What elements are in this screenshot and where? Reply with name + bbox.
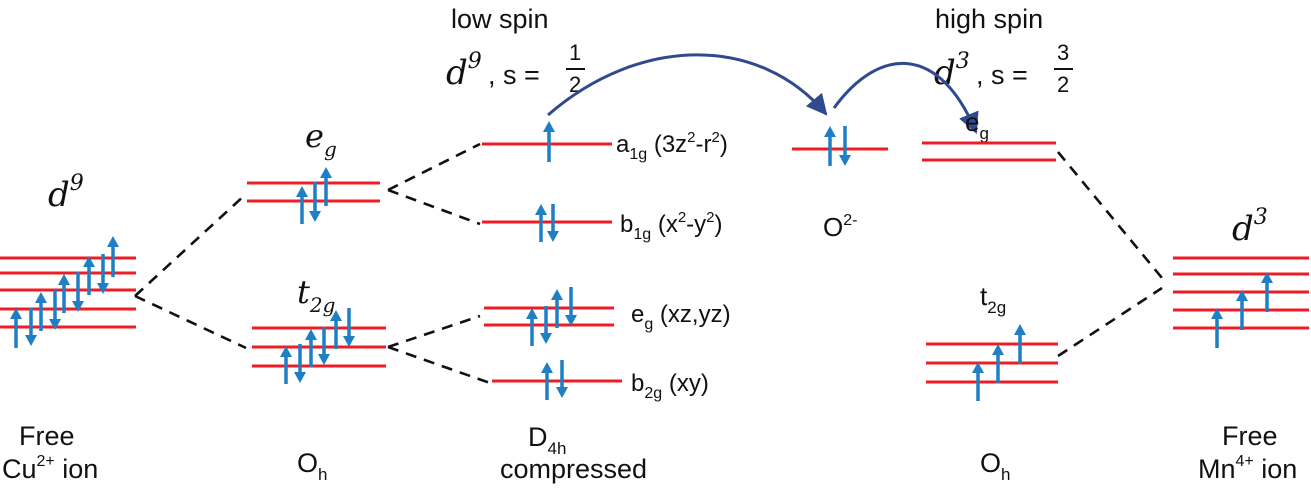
spin-down-arrow xyxy=(49,290,61,330)
spin-down-arrow xyxy=(309,182,321,222)
spin-up-arrow xyxy=(543,121,555,162)
high-spin-header: high spin d3 , s = 3 2 xyxy=(934,4,1073,97)
dash-t2g-to-b2g xyxy=(387,345,491,385)
a1g-label: a1g (3z2-r2) xyxy=(616,129,728,163)
dash-free-to-t2g xyxy=(134,294,247,350)
d4h-caption: D4h xyxy=(528,422,566,458)
d4h-levels xyxy=(482,121,622,400)
cu-oh-caption: Oh xyxy=(297,448,327,484)
exchange-arrow-cu-to-o xyxy=(547,53,828,117)
b1g-label: b1g (x2-y2) xyxy=(620,209,723,243)
dash-eg-to-b1g xyxy=(387,188,481,226)
high-spin-s-label: , s = xyxy=(976,60,1028,90)
spin-down-arrow xyxy=(97,254,109,294)
spin-up-arrow xyxy=(296,186,308,224)
low-spin-header: low spin d9 , s = 1 2 xyxy=(446,4,585,97)
cu-oh-t2g-electrons xyxy=(280,308,355,384)
cu-free-config: d9 xyxy=(48,171,84,215)
low-spin-frac-num: 1 xyxy=(569,40,581,65)
spin-up-arrow xyxy=(824,126,836,166)
dash-mn-eg-to-free xyxy=(1056,151,1164,279)
spin-down-arrow xyxy=(540,306,552,344)
dash-free-to-eg xyxy=(134,193,247,297)
cu-oh-eg-label: eg xyxy=(305,117,337,161)
spin-down-arrow xyxy=(343,308,355,347)
mn-oh-caption: Oh xyxy=(980,448,1010,484)
spin-up-arrow xyxy=(992,344,1004,383)
low-spin-config: d9 xyxy=(446,49,482,93)
cu-oh-t2g-label: t2g xyxy=(297,273,335,317)
b2g-label: b2g (xy) xyxy=(631,370,709,402)
spin-up-arrow xyxy=(330,310,342,349)
exchange-arrow-o-to-mn xyxy=(832,61,979,134)
mn-free-caption-line1: Free xyxy=(1222,421,1278,451)
spin-up-arrow xyxy=(58,274,70,313)
spin-up-arrow xyxy=(107,236,119,277)
cu-free-ion-levels xyxy=(0,236,136,348)
dash-mn-t2g-to-free xyxy=(1057,286,1163,358)
spin-down-arrow xyxy=(72,272,84,312)
d4h-electrons xyxy=(526,121,577,400)
correlation-lines xyxy=(134,142,1164,385)
mn-oh-t2g-electrons xyxy=(972,324,1026,401)
low-spin-label: low spin xyxy=(451,4,549,34)
dash-eg-to-a1g xyxy=(387,142,481,192)
spin-up-arrow xyxy=(10,308,22,348)
dash-t2g-to-eg xyxy=(387,314,481,349)
spin-down-arrow xyxy=(565,287,577,326)
low-spin-s-label: , s = xyxy=(488,60,540,90)
eg-xz-yz-label: eg (xz,yz) xyxy=(631,301,731,333)
spin-down-arrow xyxy=(318,327,330,365)
mn-free-caption-line2: Mn4+ ion xyxy=(1198,453,1297,484)
spin-up-arrow xyxy=(526,308,538,346)
spin-up-arrow xyxy=(535,204,547,242)
spin-up-arrow xyxy=(1211,308,1223,348)
d4h-caption-line2: compressed xyxy=(500,454,647,484)
spin-down-arrow xyxy=(25,308,37,346)
oxygen-label: O2- xyxy=(823,212,857,242)
spin-down-arrow xyxy=(556,360,568,398)
spin-up-arrow xyxy=(35,292,47,331)
spin-up-arrow xyxy=(320,167,332,206)
spin-up-arrow xyxy=(551,289,563,328)
spin-up-arrow xyxy=(1236,290,1248,330)
spin-down-arrow xyxy=(547,204,559,242)
spin-up-arrow xyxy=(541,362,553,400)
mn-oh-t2g-label: t2g xyxy=(980,281,1006,317)
spin-up-arrow xyxy=(972,362,984,401)
spin-up-arrow xyxy=(305,329,317,367)
spin-up-arrow xyxy=(83,256,95,295)
mn-oh-eg-label: eg xyxy=(965,107,989,143)
oxygen-electrons xyxy=(824,126,851,166)
high-spin-config: d3 xyxy=(934,49,970,93)
high-spin-frac-den: 2 xyxy=(1057,72,1069,97)
spin-up-arrow xyxy=(280,346,292,384)
spin-up-arrow xyxy=(1261,272,1273,312)
cu-free-electrons xyxy=(10,236,119,348)
cu-oh-eg-electrons xyxy=(296,167,332,224)
mn-free-config: d3 xyxy=(1232,205,1268,249)
spin-up-arrow xyxy=(1014,324,1026,364)
cu-free-caption-line2: Cu2+ ion xyxy=(2,453,98,484)
spin-down-arrow xyxy=(294,344,306,383)
high-spin-label: high spin xyxy=(935,4,1043,34)
cu-free-caption-line1: Free xyxy=(19,421,75,451)
high-spin-frac-num: 3 xyxy=(1057,40,1069,65)
spin-down-arrow xyxy=(839,126,851,166)
mn-free-ion-levels xyxy=(1173,256,1309,348)
mn-free-electrons xyxy=(1211,272,1273,348)
